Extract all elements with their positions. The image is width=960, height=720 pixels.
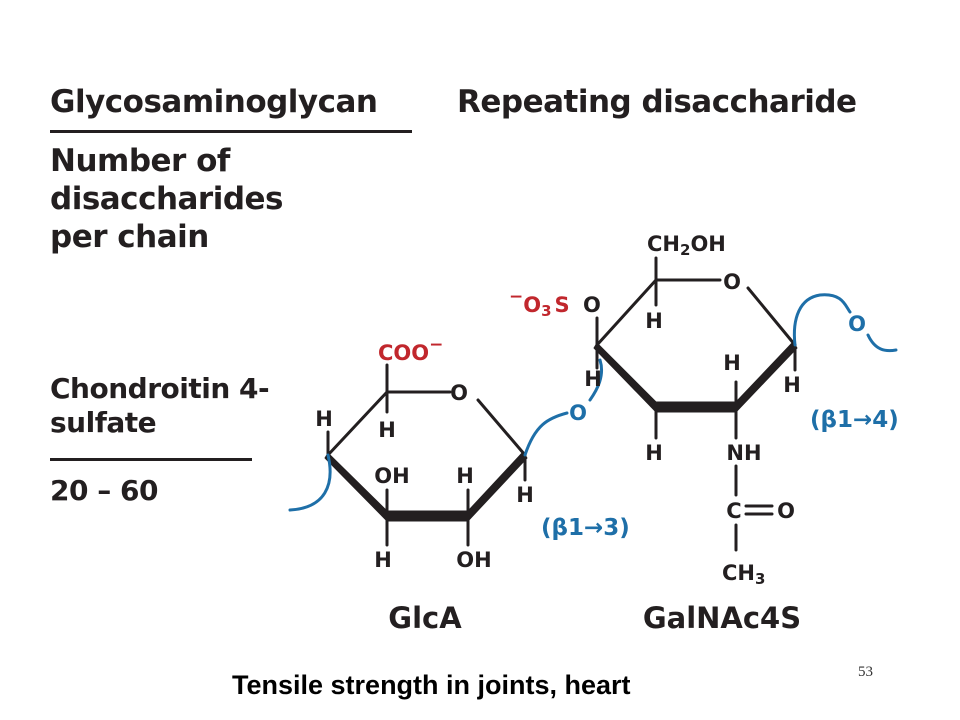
glca-hydroxyl-label: OH [374, 464, 409, 488]
glca-hydrogen-label: H [378, 418, 396, 442]
unit-galnac4s-label: GalNAc4S [643, 601, 801, 635]
galnac-hydrogen-label: H [783, 373, 801, 397]
galnac-front-wedge [735, 341, 798, 413]
glycosidic-oxygen-label: O [848, 312, 866, 336]
carbonyl-carbon-label: C [726, 499, 741, 523]
galnac-ring-bond [746, 286, 797, 347]
galnac-hydrogen-label: H [645, 309, 663, 333]
methyl-label: CH3 [722, 561, 765, 588]
nh-label: NH [726, 441, 761, 465]
glycosidic-link-2 [792, 293, 852, 347]
glca-hydroxyl-label: OH [456, 548, 491, 572]
glca-ring-oxygen-label: O [450, 381, 468, 405]
slide-number: 53 [858, 664, 873, 680]
name-underline [50, 458, 252, 461]
glca-front-wedge [467, 451, 528, 522]
galnac-ring-bond [595, 278, 658, 347]
ch2oh-label: CH2OH [647, 232, 726, 259]
galnac-hydrogen-label: H [723, 351, 741, 375]
glca-ring-bond [326, 390, 389, 457]
glycosidic-link-1 [523, 411, 569, 457]
column-header-number-of-disaccharides: Number of disaccharides per chain [50, 143, 284, 255]
sulfate-ester-oxygen-label: O [583, 293, 601, 317]
glca-hydrogen-label: H [374, 548, 392, 572]
carbonyl-oxygen-label: O [777, 499, 795, 523]
carboxylate-label: COO− [378, 335, 443, 365]
glca-hydrogen-label: H [456, 464, 474, 488]
galnac-front-wedge [593, 342, 657, 413]
column-header-repeating-disaccharide: Repeating disaccharide [457, 84, 857, 120]
slide-caption: Tensile strength in joints, heart [232, 670, 631, 700]
header-underline [50, 130, 412, 133]
chain-link-left [288, 453, 332, 512]
glca-hydrogen-label: H [315, 407, 333, 431]
linkage-beta1-3-label: (β1→3) [541, 515, 630, 541]
glycosidic-oxygen-label: O [569, 401, 587, 425]
glycosaminoglycan-name: Chondroitin 4-sulfate [50, 372, 270, 439]
unit-glca-label: GlcA [388, 601, 462, 635]
galnac-front-edge [655, 401, 737, 413]
galnac-hydrogen-label: H [645, 441, 663, 465]
column-header-glycosaminoglycan: Glycosaminoglycan [50, 84, 378, 120]
galnac-ring-oxygen-label: O [723, 270, 741, 294]
linkage-beta1-4-label: (β1→4) [810, 407, 899, 433]
glycosidic-link-1b [588, 358, 604, 402]
glca-front-edge [386, 510, 469, 522]
chain-link-right [866, 333, 898, 353]
glca-hydrogen-label: H [516, 483, 534, 507]
galnac-hydrogen-label: H [584, 367, 602, 391]
disaccharide-count-range: 20 – 60 [50, 474, 158, 507]
glca-ring-bond [476, 398, 527, 457]
